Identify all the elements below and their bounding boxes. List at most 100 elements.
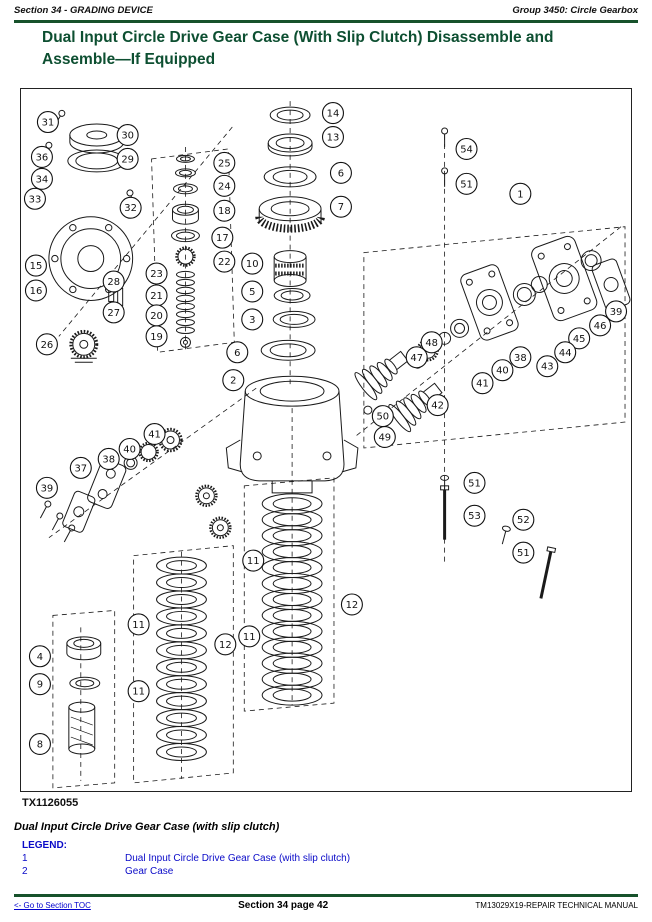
callout-39: 39 — [35, 476, 58, 499]
callout-49: 49 — [373, 425, 396, 449]
figure-id: TX1126055 — [22, 797, 79, 809]
callout-12: 12 — [340, 593, 363, 616]
callout-15: 15 — [24, 254, 47, 277]
callout-33: 33 — [23, 187, 46, 210]
callout-52: 52 — [512, 508, 535, 531]
svg-text:26: 26 — [41, 340, 54, 351]
callout-24: 24 — [213, 174, 236, 197]
svg-text:41: 41 — [148, 430, 161, 441]
callout-10: 10 — [241, 252, 264, 275]
legend-item-number: 1 — [22, 853, 28, 864]
callout-21: 21 — [145, 284, 168, 307]
callout-12: 12 — [214, 633, 237, 656]
callout-53: 53 — [463, 504, 486, 527]
callout-42: 42 — [426, 394, 449, 417]
svg-text:15: 15 — [30, 261, 43, 272]
svg-text:32: 32 — [124, 203, 137, 214]
svg-text:3: 3 — [249, 315, 255, 326]
callout-6: 6 — [329, 161, 352, 184]
callout-31: 31 — [36, 111, 59, 134]
page-title: Dual Input Circle Drive Gear Case (With … — [42, 29, 554, 69]
header-group-label: Group 3450: Circle Gearbox — [512, 5, 638, 16]
header-section-label: Section 34 - GRADING DEVICE — [14, 5, 153, 16]
legend-item-number: 2 — [22, 866, 28, 877]
callout-48: 48 — [420, 331, 443, 354]
svg-text:1: 1 — [517, 189, 523, 200]
svg-text:10: 10 — [246, 259, 259, 270]
callout-11: 11 — [238, 625, 261, 648]
callout-41: 41 — [471, 372, 494, 395]
svg-text:9: 9 — [37, 680, 43, 691]
svg-text:50: 50 — [376, 412, 389, 423]
svg-text:49: 49 — [378, 432, 391, 443]
svg-text:45: 45 — [573, 334, 586, 345]
callout-6: 6 — [226, 341, 249, 364]
svg-text:51: 51 — [460, 179, 473, 190]
callout-45: 45 — [568, 327, 591, 350]
callout-8: 8 — [28, 732, 51, 756]
svg-text:27: 27 — [107, 308, 120, 319]
legend-item: 2 Gear Case — [22, 865, 350, 878]
callout-23: 23 — [145, 262, 168, 285]
callout-4: 4 — [28, 645, 51, 668]
svg-text:40: 40 — [123, 444, 136, 455]
callout-13: 13 — [321, 125, 344, 149]
callout-38: 38 — [509, 346, 532, 369]
svg-text:11: 11 — [247, 556, 260, 567]
callout-18: 18 — [213, 199, 236, 222]
svg-text:42: 42 — [431, 401, 444, 412]
svg-text:21: 21 — [150, 291, 163, 302]
legend-item-desc: Dual Input Circle Drive Gear Case (with … — [125, 853, 351, 864]
go-to-section-toc-link[interactable]: <- Go to Section TOC — [14, 901, 91, 910]
figure-caption: Dual Input Circle Drive Gear Case (with … — [14, 821, 280, 833]
legend: LEGEND: 1 Dual Input Circle Drive Gear C… — [22, 839, 350, 878]
legend-label: LEGEND: — [22, 840, 67, 851]
svg-text:16: 16 — [30, 286, 43, 297]
svg-text:22: 22 — [218, 257, 231, 268]
callout-1: 1 — [509, 182, 532, 205]
callout-32: 32 — [119, 196, 142, 219]
svg-text:12: 12 — [346, 600, 359, 611]
page-footer: <- Go to Section TOC Section 34 page 42 … — [14, 900, 638, 911]
svg-text:44: 44 — [559, 348, 572, 359]
callout-39: 39 — [605, 300, 628, 323]
callout-2: 2 — [222, 369, 245, 392]
svg-text:39: 39 — [610, 307, 623, 318]
svg-text:2: 2 — [230, 376, 236, 387]
callout-46: 46 — [589, 314, 612, 337]
svg-text:6: 6 — [338, 168, 344, 179]
svg-text:30: 30 — [121, 130, 134, 141]
svg-text:4: 4 — [37, 652, 43, 663]
svg-text:20: 20 — [150, 311, 163, 322]
legend-item: 1 Dual Input Circle Drive Gear Case (wit… — [22, 852, 350, 865]
callout-25: 25 — [213, 151, 236, 174]
svg-text:31: 31 — [42, 118, 55, 129]
svg-text:24: 24 — [218, 181, 231, 192]
callout-3: 3 — [241, 308, 264, 331]
svg-text:43: 43 — [541, 362, 554, 373]
footer-rule — [14, 894, 638, 897]
svg-text:23: 23 — [150, 269, 163, 280]
svg-text:37: 37 — [74, 463, 87, 474]
callout-11: 11 — [127, 613, 150, 636]
manual-id: TM13029X19-REPAIR TECHNICAL MANUAL — [475, 901, 638, 910]
callout-40: 40 — [118, 437, 141, 460]
callout-27: 27 — [102, 301, 125, 324]
svg-text:33: 33 — [29, 194, 42, 205]
callout-43: 43 — [536, 355, 559, 378]
svg-text:25: 25 — [218, 158, 231, 169]
callout-7: 7 — [329, 195, 352, 218]
svg-text:41: 41 — [476, 379, 489, 390]
svg-text:51: 51 — [517, 548, 530, 559]
svg-text:12: 12 — [219, 640, 232, 651]
svg-text:6: 6 — [234, 348, 240, 359]
callout-41: 41 — [143, 423, 166, 446]
callout-30: 30 — [116, 123, 139, 147]
callout-51: 51 — [463, 471, 486, 494]
svg-text:48: 48 — [425, 338, 438, 349]
svg-text:11: 11 — [243, 632, 256, 643]
svg-text:29: 29 — [121, 154, 134, 165]
svg-text:18: 18 — [218, 206, 231, 217]
